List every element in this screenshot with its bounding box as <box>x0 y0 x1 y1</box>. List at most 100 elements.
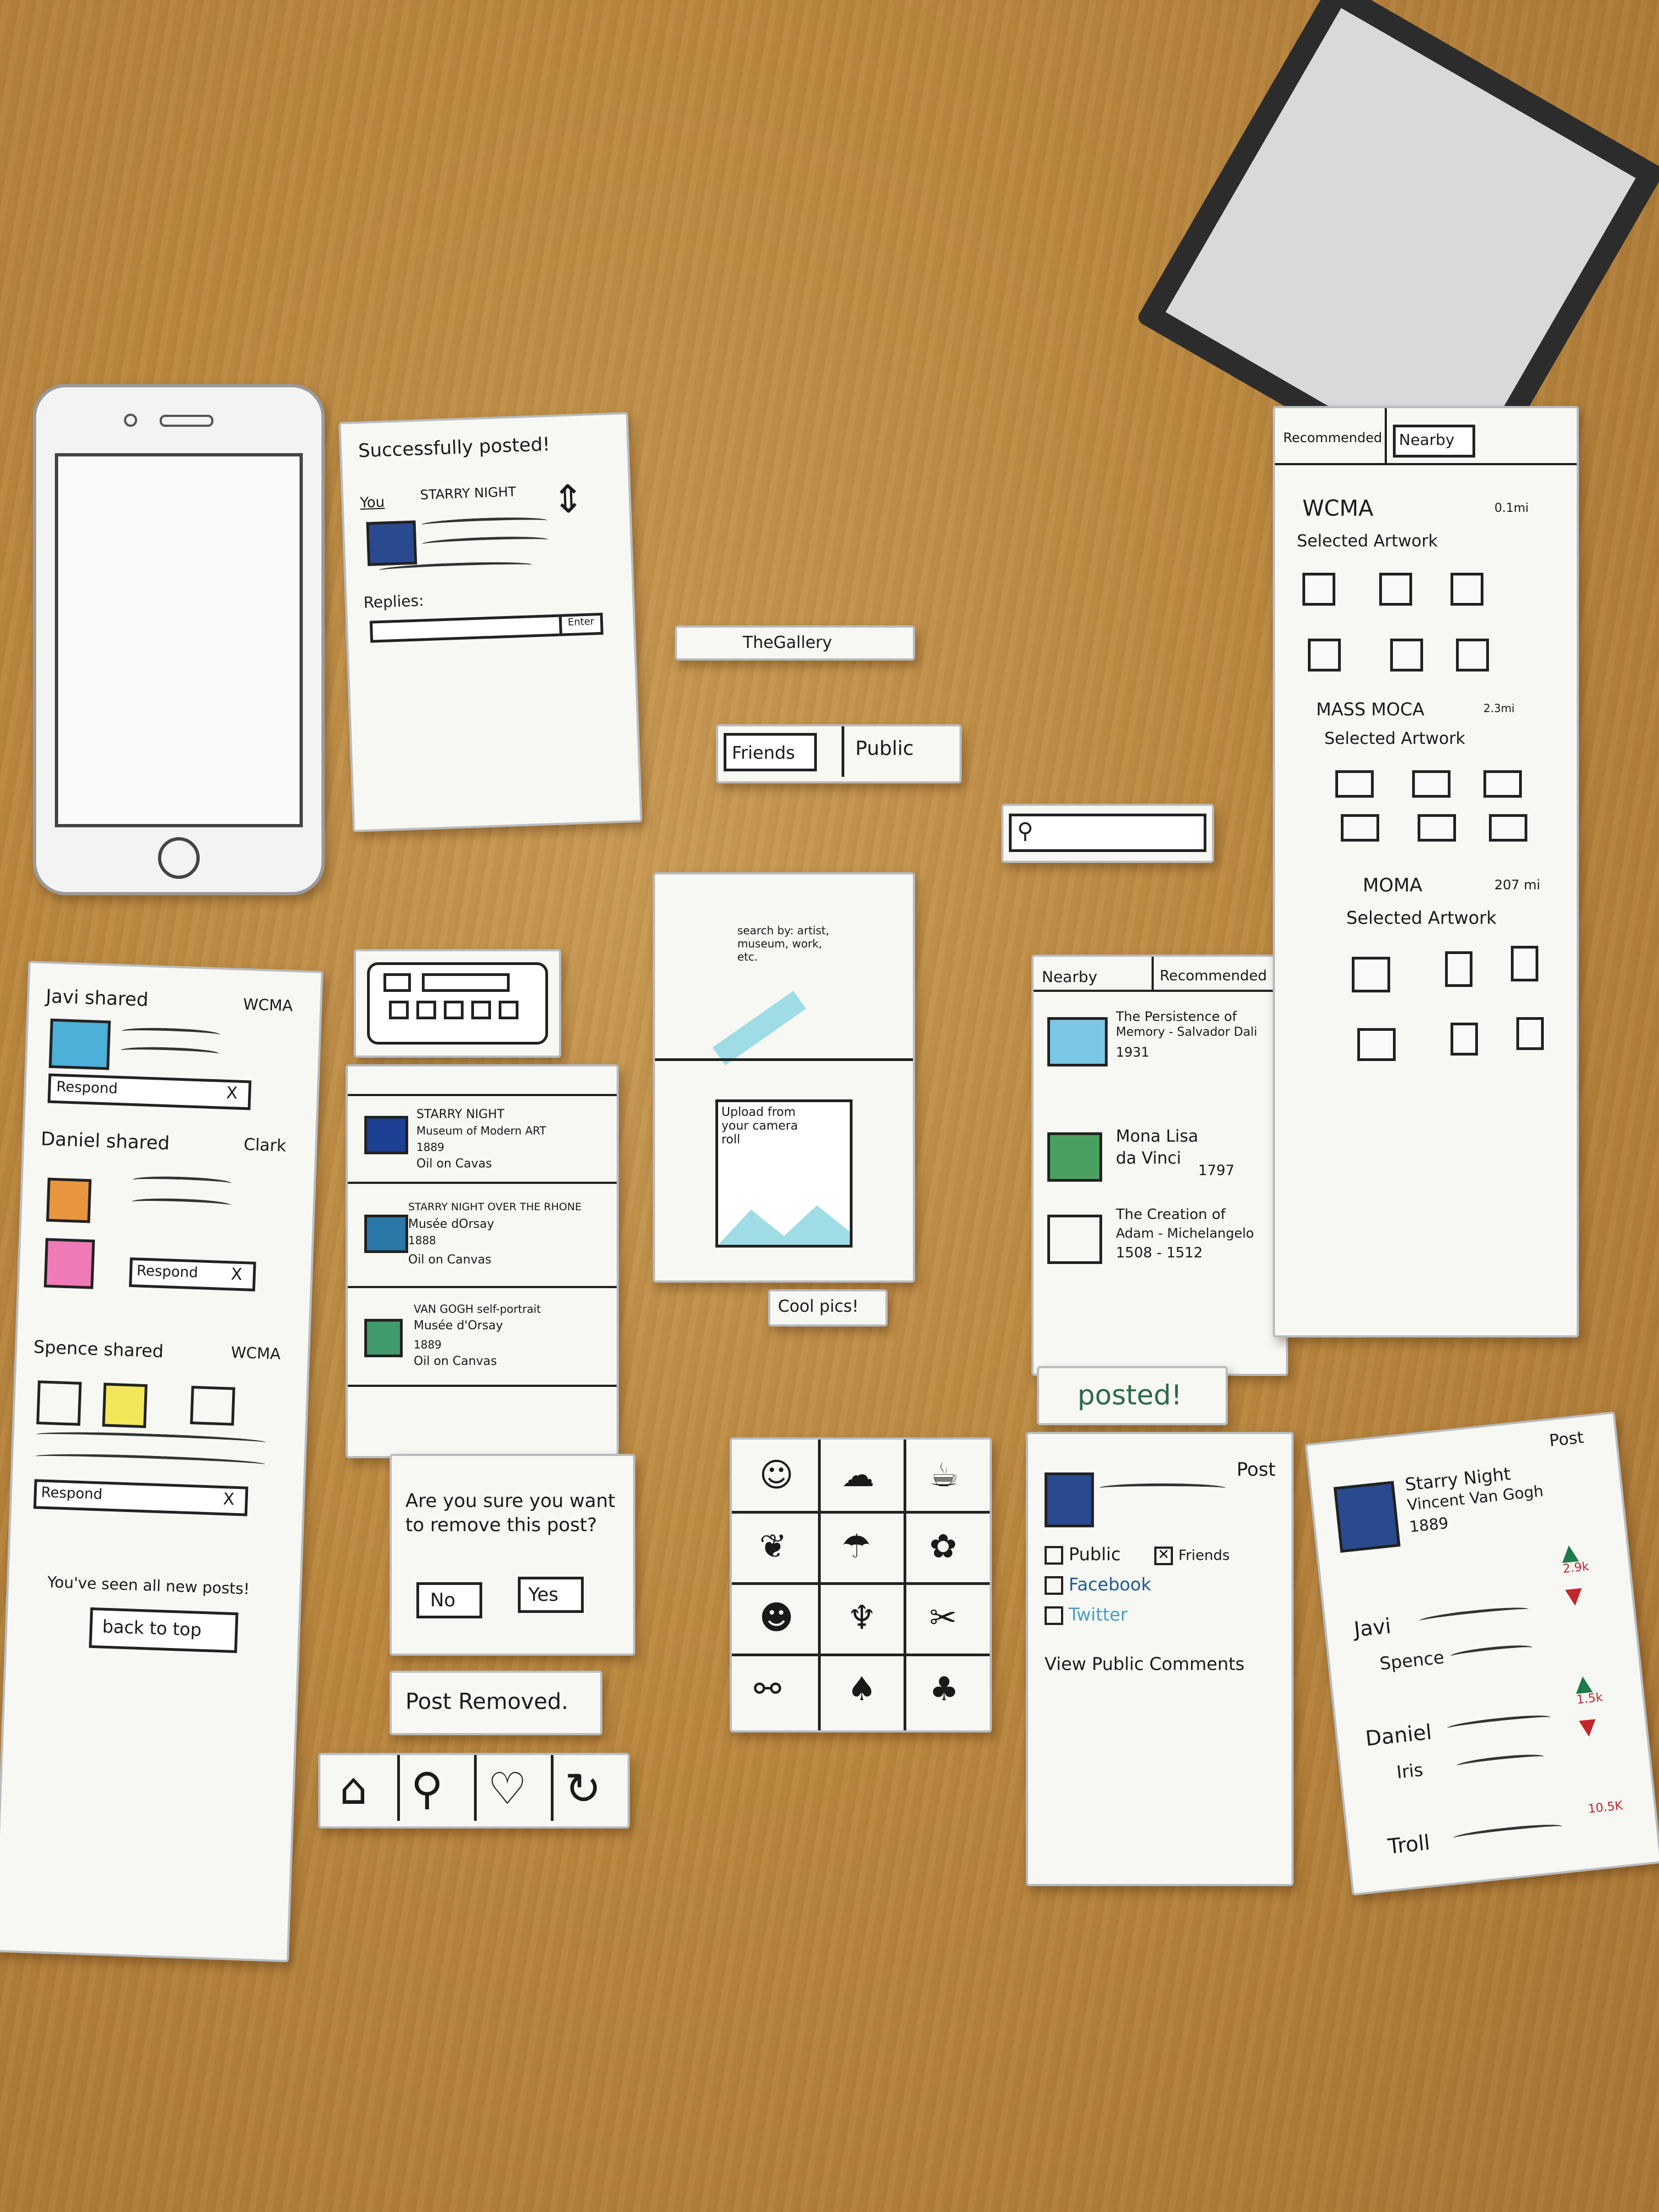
artwork-tile[interactable] <box>1302 573 1335 606</box>
heart-icon[interactable]: ♡ <box>488 1763 527 1814</box>
keyboard-key[interactable] <box>383 973 411 992</box>
artwork-tile[interactable] <box>1418 814 1456 842</box>
tab-recommended[interactable]: Recommended <box>1160 968 1267 984</box>
commenter-name: Daniel <box>1364 1719 1433 1751</box>
twitter-option[interactable]: Twitter <box>1045 1604 1127 1625</box>
post-thumb <box>48 1018 111 1070</box>
leaf-icon[interactable]: ❦ <box>759 1527 787 1566</box>
close-icon[interactable]: X <box>230 1265 243 1285</box>
view-public-comments-link[interactable]: View Public Comments <box>1045 1654 1245 1674</box>
post-button[interactable]: Post <box>1237 1459 1276 1481</box>
search-bar: ⚲ <box>1001 804 1214 863</box>
close-icon[interactable]: X <box>223 1489 235 1509</box>
starry-night-thumb <box>1333 1481 1401 1553</box>
swirl-icon[interactable]: ✿ <box>929 1527 957 1566</box>
post-button[interactable]: Post <box>1548 1427 1585 1451</box>
comment-scribble <box>1452 1821 1563 1843</box>
tab-nearby[interactable]: Nearby <box>1042 968 1098 986</box>
tab-friends[interactable]: Friends <box>724 733 817 771</box>
artwork-tile[interactable] <box>1483 770 1522 798</box>
umbrella-icon[interactable]: ☂ <box>842 1527 871 1566</box>
artwork-tile[interactable] <box>1445 951 1472 987</box>
mug-icon[interactable]: ☕ <box>929 1456 959 1494</box>
respond-button[interactable]: Respond X <box>47 1073 252 1110</box>
artwork-tile[interactable] <box>1516 1017 1544 1050</box>
enter-button[interactable]: Enter <box>558 612 603 636</box>
section-divider <box>655 1058 913 1061</box>
downvote-arrow-icon[interactable]: ▼ <box>1564 1582 1584 1610</box>
public-option[interactable]: Public <box>1045 1544 1121 1565</box>
home-button-icon[interactable] <box>158 837 200 879</box>
artwork-tile[interactable] <box>1341 814 1379 842</box>
artwork-tile[interactable] <box>1451 573 1483 606</box>
row-divider <box>348 1182 617 1184</box>
nav-divider <box>551 1755 554 1821</box>
tab-divider <box>1385 408 1387 463</box>
feed-post-place: WCMA <box>230 1343 281 1363</box>
respond-button[interactable]: Respond X <box>129 1257 256 1291</box>
artwork-tile[interactable] <box>1511 946 1538 981</box>
artwork-tile[interactable] <box>1379 573 1412 606</box>
bunny-icon[interactable]: ♣ <box>929 1670 959 1708</box>
fish-icon[interactable]: ♆ <box>847 1599 877 1637</box>
cloud-icon[interactable]: ☁ <box>842 1456 874 1494</box>
home-icon[interactable]: ⌂ <box>340 1763 368 1814</box>
artwork-tile[interactable] <box>1308 639 1341 672</box>
tab-friends-label: Friends <box>732 742 795 763</box>
facebook-option[interactable]: Facebook <box>1045 1574 1151 1595</box>
artwork-tile[interactable] <box>1456 639 1489 672</box>
refresh-icon[interactable]: ↻ <box>565 1763 602 1814</box>
artwork-tile[interactable] <box>1412 770 1451 798</box>
artwork-tile[interactable] <box>1357 1028 1396 1061</box>
food-icon[interactable]: ✂ <box>929 1599 957 1637</box>
upvote-arrow-icon[interactable]: ▲ <box>1573 1669 1593 1697</box>
post-removed-text: Post Removed. <box>405 1689 568 1714</box>
upload-area[interactable]: Upload from your camera roll <box>715 1099 853 1248</box>
nearby-title: The Creation of <box>1116 1206 1226 1223</box>
keyboard-input[interactable] <box>422 973 510 992</box>
search-zoom-icon[interactable]: ⚲ <box>411 1763 443 1814</box>
artwork-tile[interactable] <box>1390 639 1423 672</box>
respond-label: Respond <box>41 1484 103 1503</box>
artwork-tile[interactable] <box>1451 1023 1478 1056</box>
sticker-icon[interactable]: ☺ <box>759 1456 794 1494</box>
popsicle-icon[interactable]: ♠ <box>847 1670 877 1708</box>
keyboard-key[interactable] <box>444 1001 464 1019</box>
vote-arrows-icon[interactable]: ⇕ <box>551 476 585 522</box>
no-button[interactable]: No <box>416 1582 482 1618</box>
works-list-card: STARRY NIGHT Museum of Modern ART 1889 O… <box>346 1064 619 1458</box>
keyboard-key[interactable] <box>416 1001 436 1019</box>
keyboard-key[interactable] <box>499 1001 518 1019</box>
friends-checkbox[interactable]: ✕ <box>1154 1547 1173 1565</box>
twitter-checkbox[interactable] <box>1045 1606 1063 1625</box>
tab-recommended[interactable]: Recommended <box>1283 430 1383 445</box>
feed-post-place: WCMA <box>242 995 294 1015</box>
reply-input[interactable] <box>369 614 562 643</box>
tab-nearby[interactable]: Nearby <box>1393 425 1475 458</box>
yes-label: Yes <box>528 1584 558 1606</box>
work-thumb <box>1047 1017 1108 1066</box>
bone-icon[interactable]: ⚯ <box>754 1670 782 1708</box>
yes-button[interactable]: Yes <box>518 1577 584 1613</box>
close-icon[interactable]: X <box>225 1083 238 1103</box>
keyboard-key[interactable] <box>471 1001 491 1019</box>
respond-button[interactable]: Respond X <box>33 1479 249 1516</box>
nearby-year: 1797 <box>1198 1163 1235 1179</box>
back-to-top-label: back to top <box>101 1616 202 1640</box>
downvote-arrow-icon[interactable]: ▼ <box>1578 1713 1598 1741</box>
back-to-top-button[interactable]: back to top <box>89 1607 239 1654</box>
work-medium: Oil on Canvas <box>414 1355 497 1368</box>
facebook-checkbox[interactable] <box>1045 1576 1063 1595</box>
tab-public-label[interactable]: Public <box>855 737 914 760</box>
search-icon: ⚲ <box>1017 819 1034 844</box>
artwork-tile[interactable] <box>1335 770 1374 798</box>
public-checkbox[interactable] <box>1045 1546 1063 1565</box>
toast-icon[interactable]: ☻ <box>759 1599 794 1637</box>
friends-option[interactable]: ✕Friends <box>1154 1547 1230 1565</box>
keyboard-key[interactable] <box>389 1001 409 1019</box>
upvote-arrow-icon[interactable]: ▲ <box>1560 1539 1579 1566</box>
search-input[interactable]: ⚲ <box>1009 814 1206 852</box>
artwork-tile[interactable] <box>1489 814 1527 842</box>
museum-distance: 2.3mi <box>1483 702 1515 715</box>
artwork-tile[interactable] <box>1352 957 1390 992</box>
